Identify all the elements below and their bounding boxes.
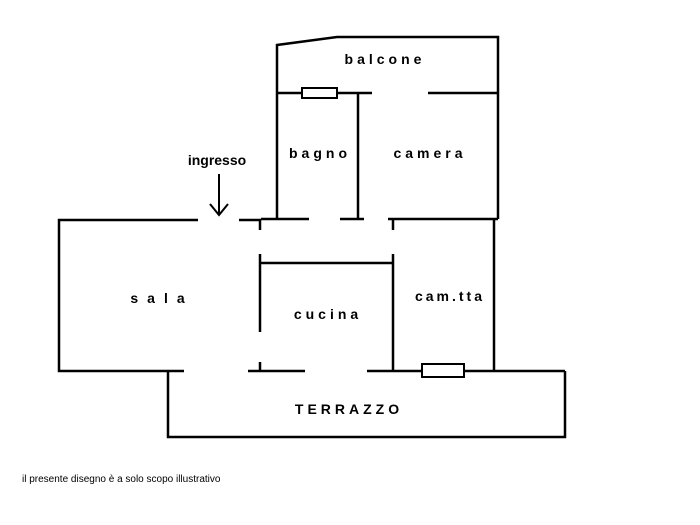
room-label-cucina: cucina <box>293 306 363 322</box>
room-label-camera: camera <box>393 145 467 161</box>
walls <box>57 35 567 439</box>
room-label-sala: sala <box>130 290 194 306</box>
arrow-down-icon <box>209 174 229 217</box>
room-label-bagno: bagno <box>289 145 351 161</box>
room-label-terrazzo: TERRAZZO <box>294 401 404 417</box>
footnote: il presente disegno è a solo scopo illus… <box>22 474 221 485</box>
entrance-label: ingresso <box>187 152 247 168</box>
room-label-cameretta: cam.tta <box>414 288 486 304</box>
window-bagno <box>301 87 338 99</box>
window-cameretta <box>421 363 465 378</box>
room-label-balcone: balcone <box>344 51 426 67</box>
